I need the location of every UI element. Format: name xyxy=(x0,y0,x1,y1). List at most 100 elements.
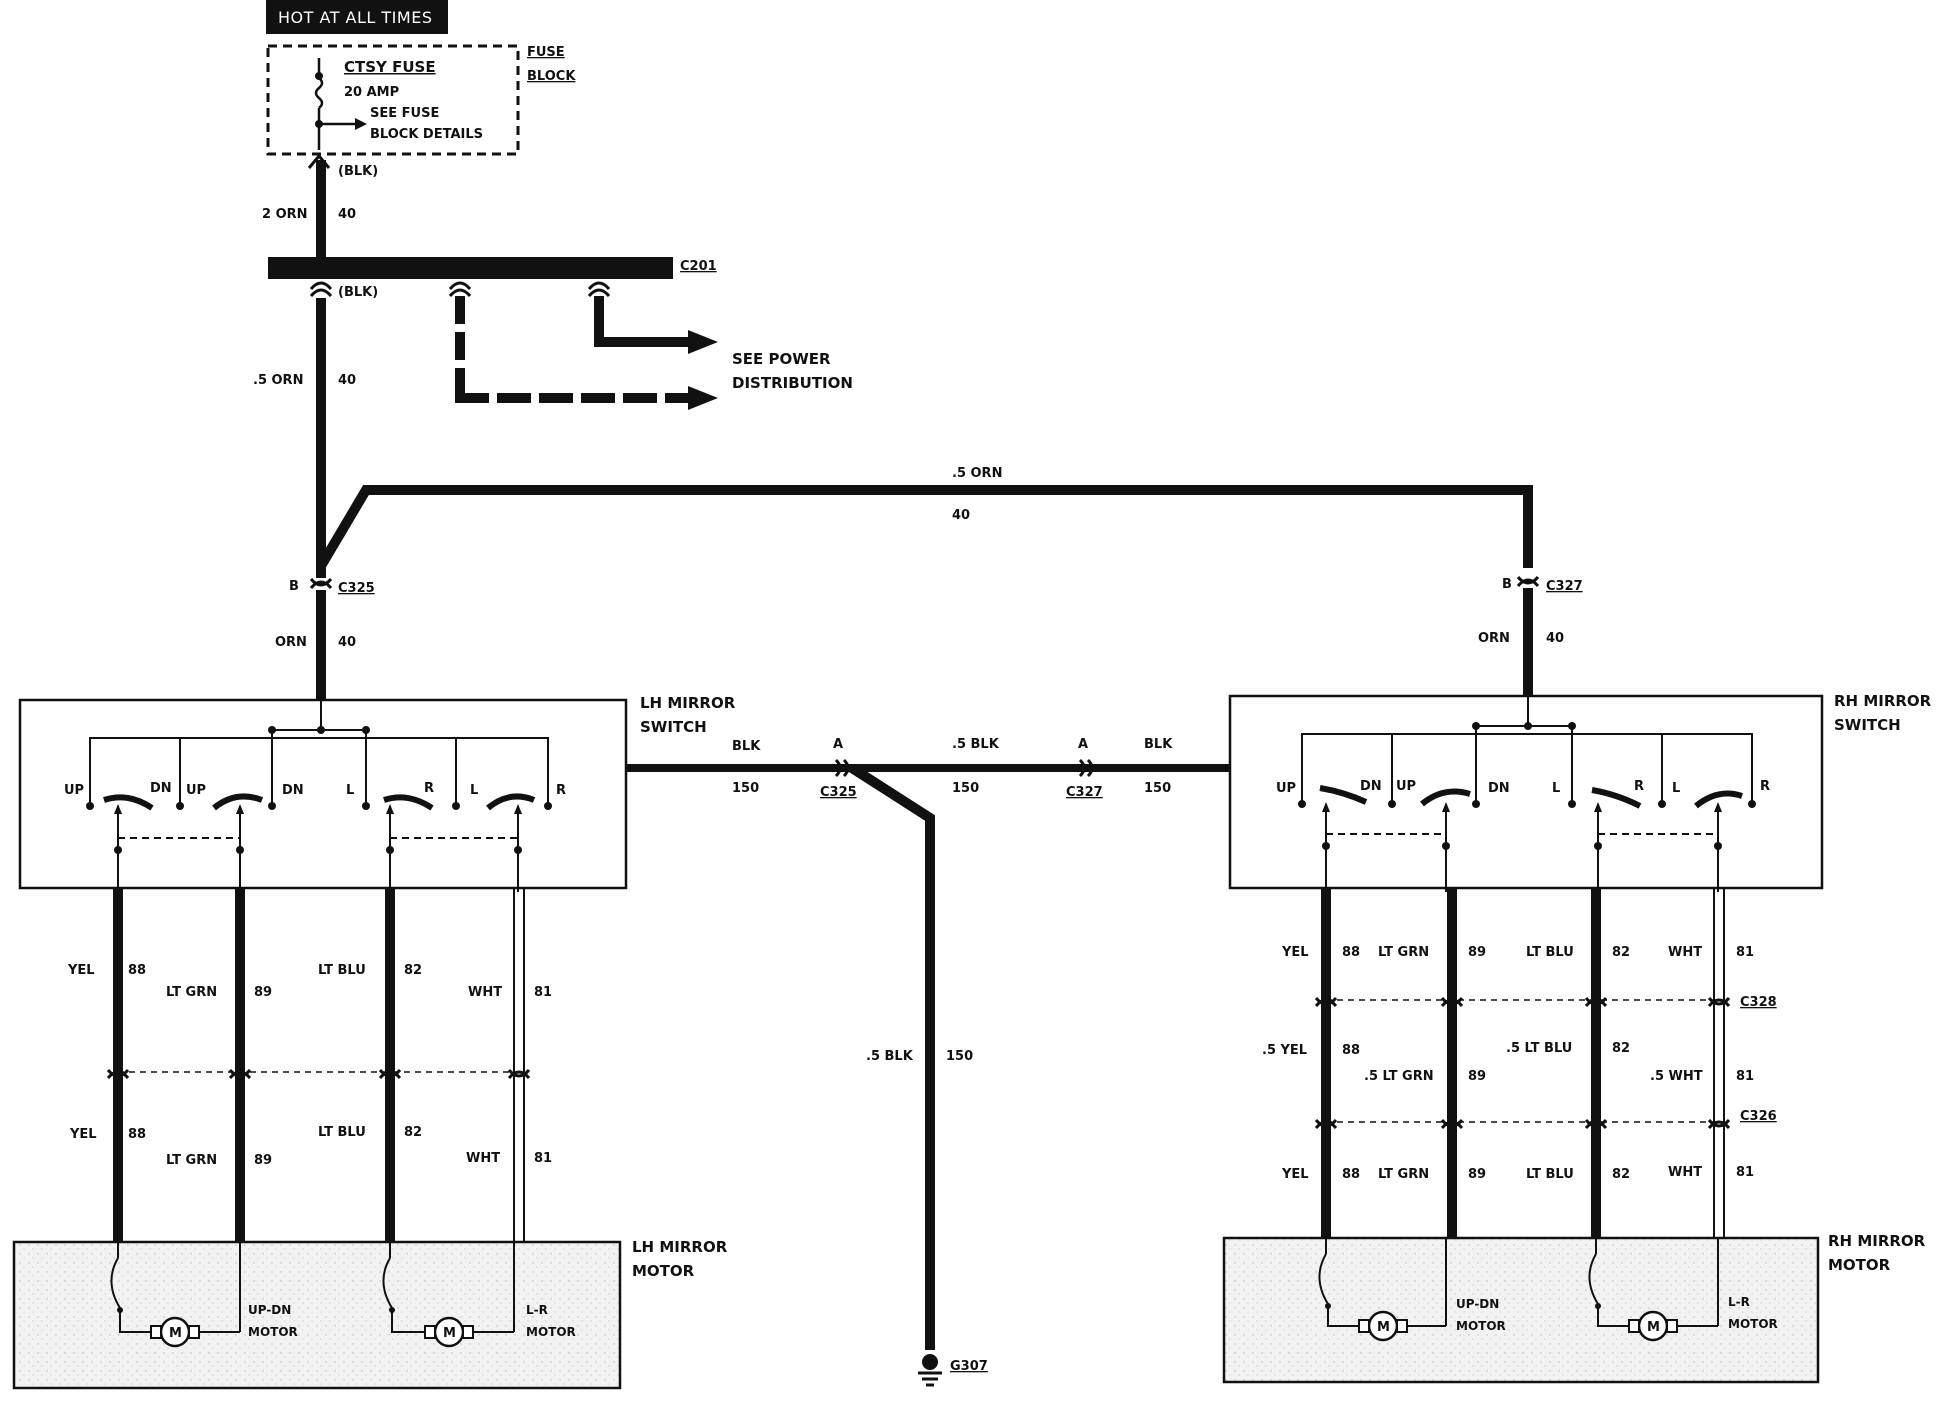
svg-text:M: M xyxy=(443,1326,456,1341)
svg-text:88: 88 xyxy=(1342,945,1360,960)
svg-text:WHT: WHT xyxy=(1668,1165,1702,1180)
rh-wires: C328 C326 YEL 88 LT GRN 89 LT BLU 82 WHT… xyxy=(1262,888,1777,1240)
svg-text:88: 88 xyxy=(128,963,146,978)
svg-text:81: 81 xyxy=(1736,945,1754,960)
motor-icon: M xyxy=(1628,1310,1678,1342)
c325-b-connector: B C325 ORN 40 xyxy=(275,577,375,700)
svg-text:DN: DN xyxy=(150,781,172,796)
svg-text:SWITCH: SWITCH xyxy=(1834,716,1901,734)
svg-text:BLOCK: BLOCK xyxy=(527,69,576,84)
motor-icon: M xyxy=(1358,1310,1408,1342)
motor-icon: M xyxy=(424,1316,474,1348)
svg-text:MOTOR: MOTOR xyxy=(1828,1256,1891,1274)
svg-text:82: 82 xyxy=(404,963,422,978)
svg-text:150: 150 xyxy=(1144,781,1171,796)
rh-mirror-motor: RH MIRROR MOTOR M UP-DN MOTOR M L-R MOTO… xyxy=(1222,1232,1926,1384)
svg-text:YEL: YEL xyxy=(69,1127,97,1142)
c326-label: C326 xyxy=(1740,1109,1777,1124)
svg-text:89: 89 xyxy=(1468,1069,1486,1084)
svg-text:UP: UP xyxy=(1396,779,1416,794)
svg-text:DN: DN xyxy=(1488,781,1510,796)
fuse-name: CTSY FUSE xyxy=(344,58,436,76)
svg-text:LT BLU: LT BLU xyxy=(318,963,366,978)
svg-text:YEL: YEL xyxy=(1281,1167,1309,1182)
svg-text:.5 ORN: .5 ORN xyxy=(253,373,303,388)
svg-text:A: A xyxy=(833,737,843,752)
svg-text:82: 82 xyxy=(404,1125,422,1140)
svg-text:B: B xyxy=(289,579,299,594)
svg-text:150: 150 xyxy=(952,781,979,796)
svg-text:C325: C325 xyxy=(338,581,375,596)
svg-text:88: 88 xyxy=(1342,1167,1360,1182)
svg-text:UP: UP xyxy=(186,783,206,798)
svg-text:C327: C327 xyxy=(1546,579,1583,594)
svg-text:LT BLU: LT BLU xyxy=(318,1125,366,1140)
c328-label: C328 xyxy=(1740,995,1777,1010)
svg-text:82: 82 xyxy=(1612,1041,1630,1056)
svg-text:L-R: L-R xyxy=(1728,1295,1750,1309)
svg-text:SEE POWER: SEE POWER xyxy=(732,350,831,368)
svg-text:150: 150 xyxy=(946,1049,973,1064)
svg-text:MOTOR: MOTOR xyxy=(1456,1319,1506,1333)
svg-text:MOTOR: MOTOR xyxy=(526,1325,576,1339)
svg-text:.5 LT GRN: .5 LT GRN xyxy=(1364,1069,1434,1084)
fuse-block-title: FUSE xyxy=(527,45,565,60)
fuse-icon xyxy=(314,77,324,109)
svg-text:LH MIRROR: LH MIRROR xyxy=(632,1238,728,1256)
svg-text:2 ORN: 2 ORN xyxy=(262,207,308,222)
svg-text:WHT: WHT xyxy=(1668,945,1702,960)
svg-text:DISTRIBUTION: DISTRIBUTION xyxy=(732,374,853,392)
rh-mirror-switch: RH MIRROR SWITCH UP DN UP DN L R L R xyxy=(1228,692,1932,892)
svg-text:RH MIRROR: RH MIRROR xyxy=(1834,692,1932,710)
svg-text:89: 89 xyxy=(254,985,272,1000)
svg-text:R: R xyxy=(1760,779,1770,794)
svg-text:BLK: BLK xyxy=(732,739,761,754)
svg-text:L-R: L-R xyxy=(526,1303,548,1317)
svg-text:HOT AT ALL TIMES: HOT AT ALL TIMES xyxy=(278,8,432,27)
svg-text:L: L xyxy=(1552,781,1560,796)
svg-text:L: L xyxy=(470,783,478,798)
svg-text:.5 BLK: .5 BLK xyxy=(866,1049,914,1064)
svg-text:SEE FUSE: SEE FUSE xyxy=(370,106,439,121)
svg-text:B: B xyxy=(1502,577,1512,592)
svg-text:ORN: ORN xyxy=(275,635,307,650)
svg-text:40: 40 xyxy=(338,635,356,650)
svg-text:82: 82 xyxy=(1612,945,1630,960)
svg-text:MOTOR: MOTOR xyxy=(248,1325,298,1339)
fuse-rating: 20 AMP xyxy=(344,85,399,100)
svg-text:BLK: BLK xyxy=(1144,737,1173,752)
svg-text:40: 40 xyxy=(338,373,356,388)
svg-text:88: 88 xyxy=(1342,1043,1360,1058)
svg-text:UP: UP xyxy=(64,783,84,798)
ground-path: BLK 150 A C325 .5 BLK 150 A C327 BLK 150… xyxy=(626,737,1230,1387)
svg-text:L: L xyxy=(1672,781,1680,796)
svg-text:DN: DN xyxy=(1360,779,1382,794)
svg-text:LT GRN: LT GRN xyxy=(166,985,217,1000)
lh-mirror-motor: LH MIRROR MOTOR M UP-DN MOTOR M L-R xyxy=(12,1238,728,1390)
svg-text:UP-DN: UP-DN xyxy=(1456,1297,1499,1311)
hot-at-all-times-label: HOT AT ALL TIMES xyxy=(266,0,448,34)
svg-text:R: R xyxy=(424,781,434,796)
feed-wire: 2 ORN 40 xyxy=(262,160,356,258)
power-distribution-arrows: SEE POWER DISTRIBUTION xyxy=(455,296,853,410)
crossover-wire-circuit: 40 xyxy=(952,508,970,523)
lh-wires: YEL 88 LT GRN 89 LT BLU 82 WHT 81 YEL 88… xyxy=(67,888,552,1242)
svg-text:LH MIRROR: LH MIRROR xyxy=(640,694,736,712)
svg-text:MOTOR: MOTOR xyxy=(1728,1317,1778,1331)
svg-text:C325: C325 xyxy=(820,785,857,800)
motor-icon: M xyxy=(150,1316,200,1348)
fuse-connector-label: (BLK) xyxy=(338,164,378,179)
ground-g307-label: G307 xyxy=(950,1359,988,1374)
svg-text:M: M xyxy=(1377,1320,1390,1335)
svg-text:89: 89 xyxy=(1468,945,1486,960)
svg-text:81: 81 xyxy=(1736,1069,1754,1084)
lh-feed-wire: .5 ORN 40 .5 ORN 40 xyxy=(253,298,1533,578)
svg-text:DN: DN xyxy=(282,783,304,798)
c201-connector: C201 (BLK) xyxy=(268,257,717,300)
svg-text:R: R xyxy=(1634,779,1644,794)
svg-text:C327: C327 xyxy=(1066,785,1103,800)
svg-text:89: 89 xyxy=(254,1153,272,1168)
svg-text:SWITCH: SWITCH xyxy=(640,718,707,736)
svg-text:88: 88 xyxy=(128,1127,146,1142)
